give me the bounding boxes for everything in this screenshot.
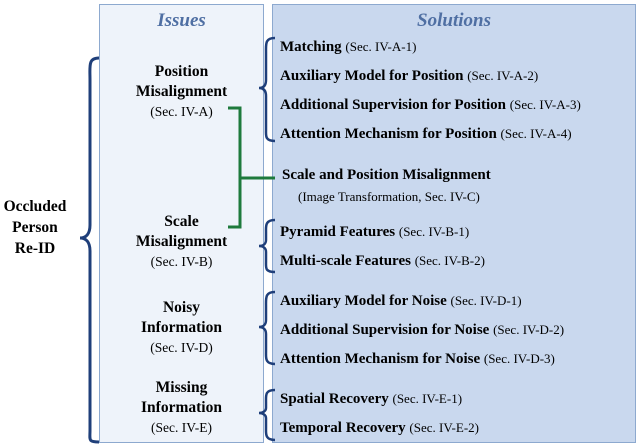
noise-brace	[258, 290, 276, 366]
solution-joint: Scale and Position Misalignment	[282, 167, 491, 183]
issue-missing: Missing Information (Sec. IV-E)	[141, 379, 222, 435]
solution-joint-section: (Image Transformation, Sec. IV-C)	[298, 189, 480, 204]
solutions-panel: Solutions	[272, 4, 636, 443]
solution-multiscale: Multi-scale Features (Sec. IV-B-2)	[280, 253, 485, 269]
solution-pyramid: Pyramid Features (Sec. IV-B-1)	[280, 224, 470, 240]
solutions-title: Solutions	[417, 10, 491, 31]
root-brace	[79, 56, 100, 444]
issue-scale: Scale Misalignment (Sec. IV-B)	[135, 213, 228, 269]
root-label: Occluded Person Re-ID	[3, 198, 67, 257]
solution-attention-noise: Attention Mechanism for Noise (Sec. IV-D…	[280, 351, 555, 367]
issue-position: Position Misalignment (Sec. IV-A)	[135, 63, 228, 119]
solution-temporal: Temporal Recovery (Sec. IV-E-2)	[280, 420, 479, 436]
solution-supervision-position: Additional Supervision for Position (Sec…	[280, 97, 581, 113]
solution-supervision-noise: Additional Supervision for Noise (Sec. I…	[280, 322, 565, 338]
solution-spatial: Spatial Recovery (Sec. IV-E-1)	[280, 391, 463, 407]
scale-brace	[258, 218, 276, 274]
solution-aux-position: Auxiliary Model for Position (Sec. IV-A-…	[280, 68, 539, 84]
position-brace	[258, 36, 276, 143]
solution-aux-noise: Auxiliary Model for Noise (Sec. IV-D-1)	[280, 293, 522, 309]
solution-attention-position: Attention Mechanism for Position (Sec. I…	[280, 126, 572, 142]
solution-matching: Matching (Sec. IV-A-1)	[280, 39, 417, 55]
missing-brace	[258, 388, 276, 442]
issue-noisy: Noisy Information (Sec. IV-D)	[141, 299, 222, 355]
joint-connector	[228, 106, 275, 229]
issues-panel: Issues	[99, 4, 264, 443]
issues-title: Issues	[157, 10, 206, 31]
